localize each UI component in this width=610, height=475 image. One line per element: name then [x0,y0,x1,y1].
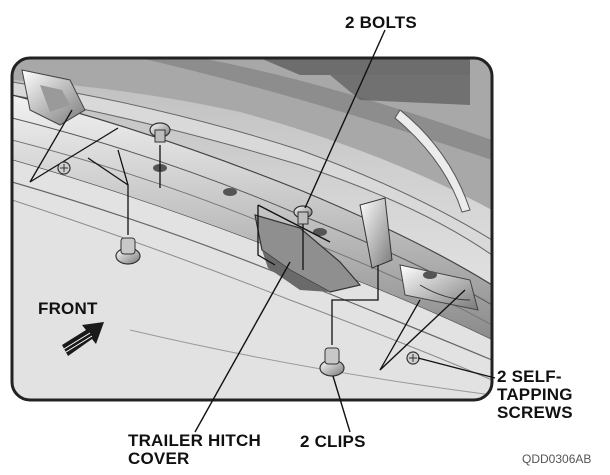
callout-leaders [194,29,496,433]
screw-icon [57,161,71,175]
front-direction-arrow-icon [62,322,104,356]
front-label: FRONT [38,299,98,318]
exploded-view-lines [29,109,466,371]
vehicle-rear-illustration [12,58,492,400]
clip-icon [319,347,345,377]
screw-icon [406,351,420,365]
clips-label: 2 CLIPS [300,432,366,451]
trailer-hitch-cover-label-line1: TRAILER HITCH [128,431,261,450]
self-tapping-screws-label-line3: SCREWS [497,403,573,422]
figure-code: QDD0306AB [522,452,592,466]
illustration-frame [10,56,494,402]
bolt-icon [149,122,171,143]
bolt-icon [293,205,313,225]
clip-icon [115,237,141,265]
self-tapping-screws-label-line1: 2 SELF- [497,367,562,386]
self-tapping-screws-label-line2: TAPPING [497,385,573,404]
trailer-hitch-cover-label-line2: COVER [128,449,190,468]
bolts-label: 2 BOLTS [345,13,417,32]
